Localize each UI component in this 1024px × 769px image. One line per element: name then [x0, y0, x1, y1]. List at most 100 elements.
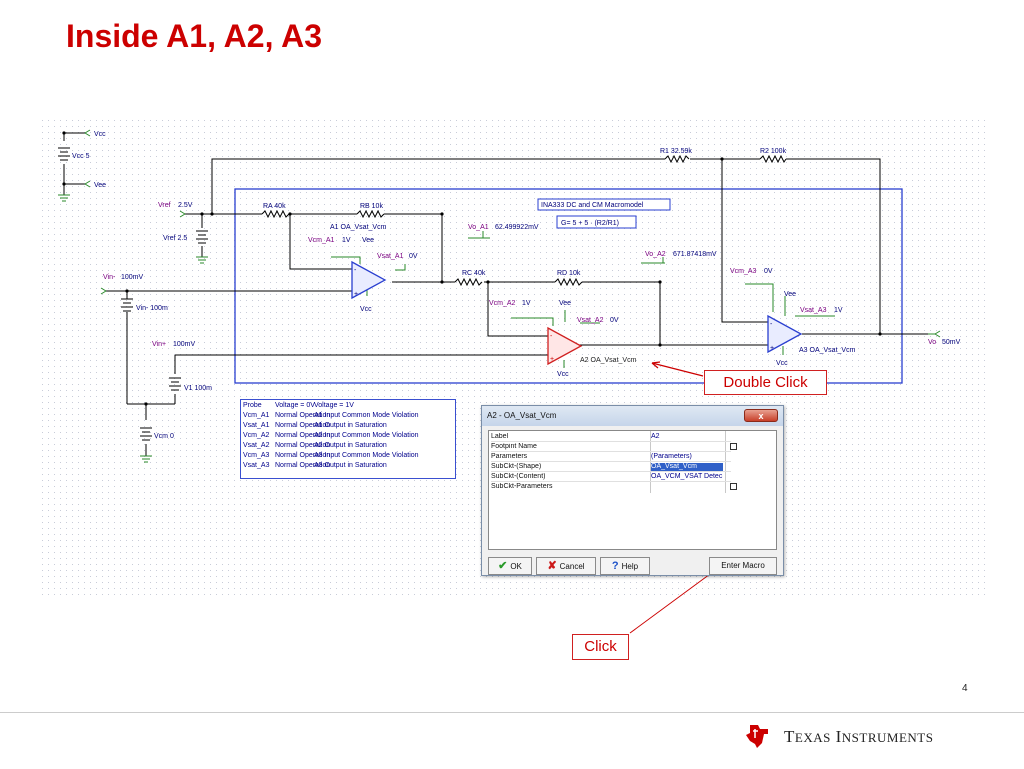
- enter-macro-button[interactable]: Enter Macro: [709, 557, 777, 575]
- vref-value: 2.5V: [178, 202, 193, 209]
- gain-equation-box: [556, 215, 637, 229]
- svg-text:-: -: [770, 321, 773, 328]
- vsat-a3-value: 1V: [834, 307, 843, 314]
- vcm-a3-label: Vcm_A3: [730, 268, 757, 275]
- property-row-footprint[interactable]: Footpint Name: [491, 443, 775, 451]
- gain-equation: G= 5 + 5 · (R2/R1): [561, 220, 619, 227]
- macro-title-box: [537, 198, 671, 211]
- property-checkbox[interactable]: [730, 483, 737, 490]
- opamp-a2[interactable]: -+: [547, 326, 583, 366]
- vee-a1-label: Vee: [362, 237, 374, 244]
- vee-a3-label: Vee: [784, 291, 796, 298]
- legend-v0: Normal Operation: [275, 452, 331, 459]
- opamp-a3[interactable]: -+: [767, 314, 803, 354]
- rd-label: RD 10k: [557, 270, 581, 277]
- svg-text:+: +: [354, 291, 358, 298]
- vsat-a3-label: Vsat_A3: [800, 307, 827, 314]
- help-button[interactable]: ?Help: [600, 557, 650, 575]
- vref-label: Vref: [158, 202, 171, 209]
- ok-button[interactable]: ✔OK: [488, 557, 532, 575]
- row-divider: [491, 461, 731, 462]
- vcm-a2-label: Vcm_A2: [489, 300, 516, 307]
- svg-text:-: -: [354, 267, 357, 274]
- ti-bug-icon: [746, 725, 768, 748]
- property-row-subckt-shape[interactable]: SubCkt-(Shape) OA_Vsat_Vcm: [491, 463, 775, 471]
- a3-name: A3 OA_Vsat_Vcm: [799, 347, 856, 354]
- legend-probe: Vcm_A1: [243, 412, 270, 419]
- resistor-ra: [261, 209, 290, 219]
- legend-v1: A2 Output in Saturation: [314, 442, 387, 449]
- slide-title: Inside A1, A2, A3: [66, 18, 323, 54]
- vcm-a1-value: 1V: [342, 237, 351, 244]
- legend-v1: A2 Input Common Mode Violation: [314, 432, 419, 439]
- vin-minus-value: 100mV: [121, 274, 144, 281]
- opamp-a1[interactable]: -+: [351, 260, 387, 300]
- legend-v0: Normal Operation: [275, 432, 331, 439]
- cross-icon: ✘: [547, 560, 557, 572]
- footer-bar: [0, 712, 1024, 769]
- property-name: Label: [491, 433, 509, 440]
- rc-label: RC 40k: [462, 270, 486, 277]
- legend-header-v1: Voltage = 1V: [314, 402, 354, 409]
- legend-probe: Vsat_A1: [243, 422, 270, 429]
- vcm-source-label: Vcm 0: [154, 433, 174, 440]
- row-divider: [491, 471, 731, 472]
- property-value-selected[interactable]: OA_Vsat_Vcm: [651, 463, 723, 471]
- vin-plus-label: Vin+: [152, 341, 166, 348]
- resistor-rd: [554, 277, 583, 287]
- junctions: [62, 131, 882, 406]
- vcc-label: Vcc: [94, 131, 106, 138]
- r2-label: R2 100k: [760, 148, 787, 155]
- texas-instruments-logo: TEXAS INSTRUMENTS: [744, 723, 964, 749]
- cancel-button[interactable]: ✘Cancel: [536, 557, 596, 575]
- checkmark-icon: ✔: [498, 560, 508, 572]
- vcc-a2-label: Vcc: [557, 371, 569, 378]
- vo-a2-value: 671.87418mV: [673, 251, 717, 258]
- property-name: SubCkt-Parameters: [491, 483, 553, 490]
- vsat-a2-label: Vsat_A2: [577, 317, 604, 324]
- row-divider: [491, 451, 731, 452]
- rb-label: RB 10k: [360, 203, 383, 210]
- property-name: Parameters: [491, 453, 528, 460]
- legend-probe: Vsat_A3: [243, 462, 270, 469]
- property-checkbox[interactable]: [730, 443, 737, 450]
- property-row-subckt-content[interactable]: SubCkt-(Content) OA_VCM_VSAT Detec: [491, 473, 775, 481]
- ti-wordmark-instruments: INSTRUMENTS: [835, 727, 934, 746]
- vsat-a1-value: 0V: [409, 253, 418, 260]
- dialog-title: A2 - OA_Vsat_Vcm: [482, 406, 783, 426]
- vcc-a1-label: Vcc: [360, 306, 372, 313]
- legend-v1: A3 Output in Saturation: [314, 462, 387, 469]
- a1-name: A1 OA_Vsat_Vcm: [330, 224, 387, 231]
- legend-v1: A1 Input Common Mode Violation: [314, 412, 419, 419]
- row-divider: [491, 481, 731, 482]
- vcm-a3-value: 0V: [764, 268, 773, 275]
- property-value[interactable]: A2: [651, 433, 660, 440]
- double-click-arrowhead: [651, 361, 661, 369]
- row-divider: [491, 441, 731, 442]
- property-row-label[interactable]: Label A2: [491, 433, 775, 441]
- property-row-subckt-parameters[interactable]: SubCkt-Parameters: [491, 483, 775, 491]
- property-value[interactable]: (Parameters): [651, 453, 692, 460]
- legend-header-v0: Voltage = 0V: [275, 402, 315, 409]
- vsat-a1-label: Vsat_A1: [377, 253, 404, 260]
- help-label: Help: [621, 562, 639, 571]
- vo-value: 50mV: [942, 339, 961, 346]
- legend-v0: Normal Operation: [275, 422, 331, 429]
- close-button[interactable]: x: [744, 409, 778, 422]
- property-value[interactable]: OA_VCM_VSAT Detec: [651, 473, 723, 480]
- property-row-parameters[interactable]: Parameters (Parameters): [491, 453, 775, 461]
- vee-label: Vee: [94, 182, 106, 189]
- vin-minus-label: Vin-: [103, 274, 116, 281]
- vcc-a3-label: Vcc: [776, 360, 788, 367]
- double-click-arrow: [651, 362, 704, 377]
- vin-plus-value: 100mV: [173, 341, 196, 348]
- resistor-rb: [356, 209, 385, 219]
- legend-v0: Normal Operation: [275, 412, 331, 419]
- resistor-rc: [454, 277, 483, 287]
- macromodel-boundary: [234, 188, 903, 384]
